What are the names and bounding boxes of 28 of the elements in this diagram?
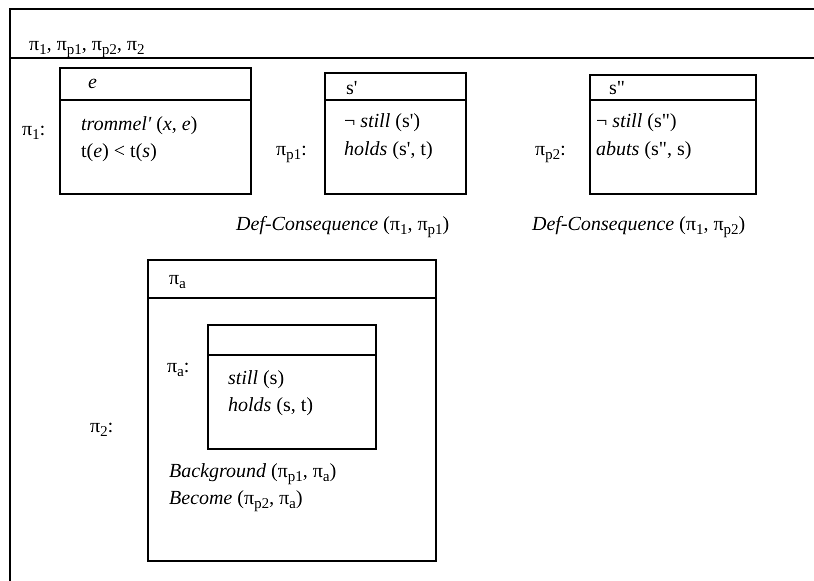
- box-label: π$_{p2}$:: [535, 137, 566, 161]
- condition-text: trommel' (x, e): [81, 112, 198, 136]
- condition-text: ¬ still (s'): [344, 109, 420, 133]
- drs-box: [589, 74, 757, 195]
- condition-text: still (s): [228, 366, 284, 390]
- drs-box: [147, 259, 437, 562]
- universe-text: π$_{1}$, π$_{p1}$, π$_{p2}$, π$_{2}$: [29, 32, 144, 56]
- condition-text: abuts (s", s): [596, 137, 692, 161]
- drs-box: [207, 324, 377, 450]
- condition-text: ¬ still (s"): [596, 109, 677, 133]
- drs-box: [324, 72, 467, 195]
- box-label: π$_{1}$:: [22, 117, 46, 141]
- box-label: π$_{a}$:: [167, 354, 190, 378]
- condition-text: holds (s', t): [344, 137, 433, 161]
- universe-text: π$_{a}$: [169, 266, 186, 290]
- condition-text: Become (π$_{p2}$, π$_{a}$): [169, 486, 303, 510]
- condition-text: t(e) < t(s): [81, 139, 157, 163]
- condition-text: Def-Consequence (π$_{1}$, π$_{p2}$): [532, 212, 746, 236]
- drs-box: [9, 8, 814, 581]
- universe-text: e: [88, 70, 97, 94]
- drs-box: [59, 67, 252, 195]
- universe-text: s': [346, 76, 358, 100]
- condition-text: holds (s, t): [228, 393, 314, 417]
- box-label: π$_{2}$:: [90, 414, 114, 438]
- box-label: π$_{p1}$:: [276, 137, 307, 161]
- condition-text: Def-Consequence (π$_{1}$, π$_{p1}$): [236, 212, 450, 236]
- condition-text: Background (π$_{p1}$, π$_{a}$): [169, 459, 336, 483]
- universe-text: s": [609, 76, 625, 100]
